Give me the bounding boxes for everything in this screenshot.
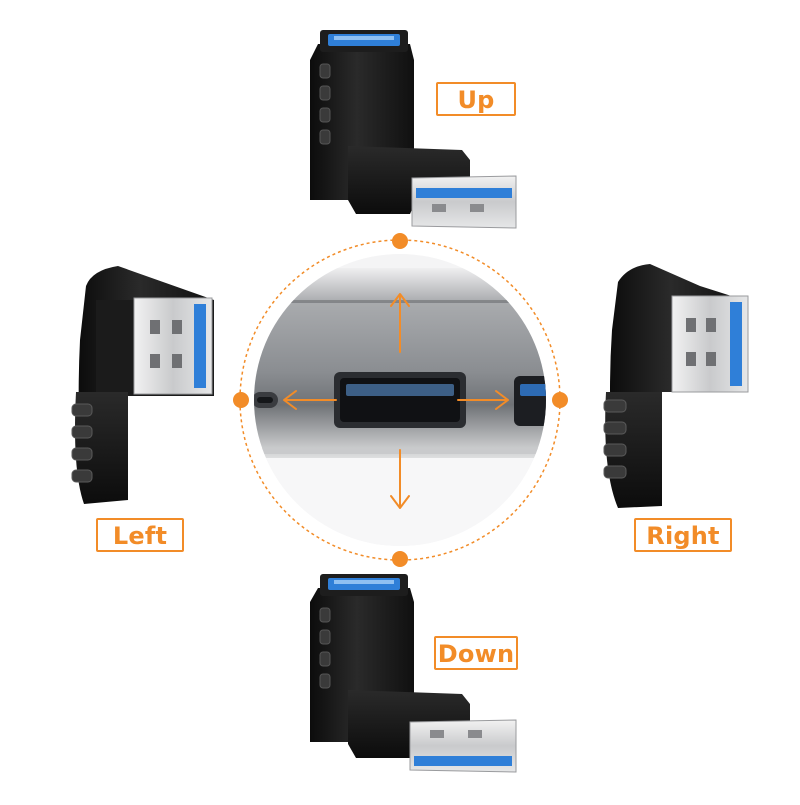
orbit-dot-right — [552, 392, 568, 408]
label-right: Right — [634, 518, 732, 552]
label-up: Up — [436, 82, 516, 116]
label-left: Left — [96, 518, 184, 552]
orbit-dot-bottom — [392, 551, 408, 567]
adapter-right — [603, 264, 749, 508]
direction-arrows — [283, 293, 509, 509]
adapter-left — [71, 266, 215, 504]
orbit-dot-left — [233, 392, 249, 408]
adapter-down — [310, 574, 517, 773]
orbit-dot-top — [392, 233, 408, 249]
adapter-up — [310, 30, 517, 229]
label-down: Down — [434, 636, 518, 670]
